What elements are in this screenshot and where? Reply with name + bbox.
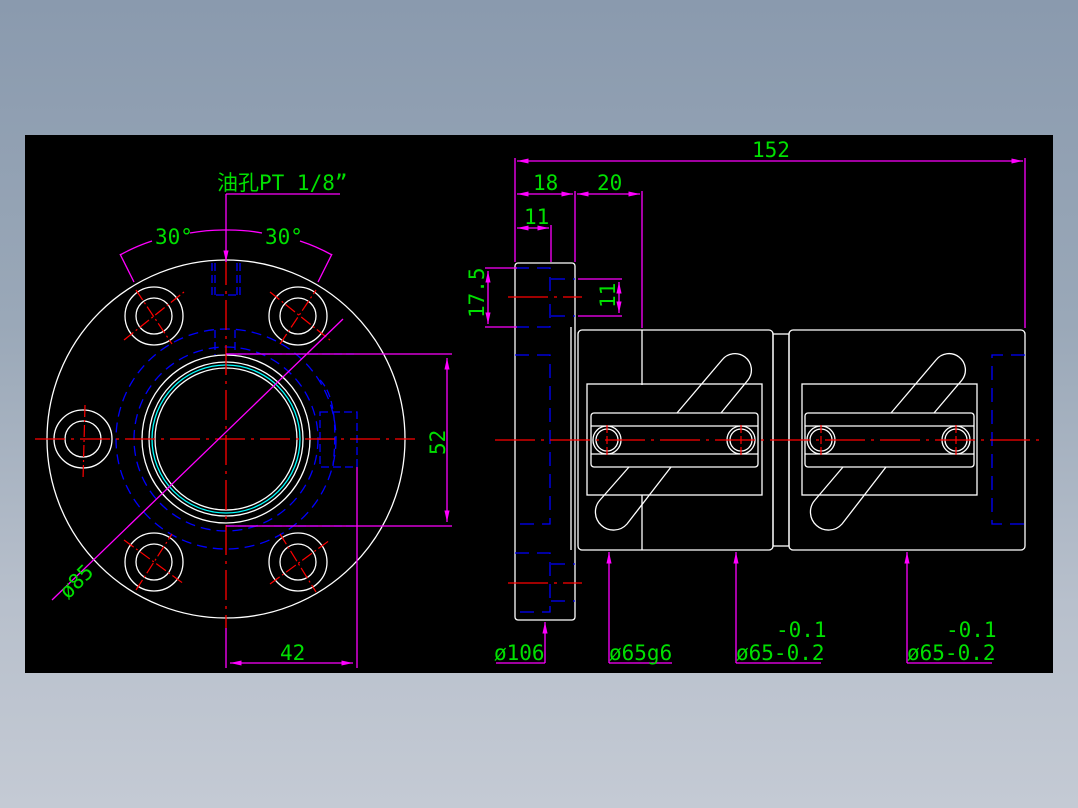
diameter-85-label: ø85 [55,560,99,604]
body2-diameter-label: ø65-0.2 [907,641,996,665]
body1-diameter-label: ø65-0.2 [736,641,825,665]
height-52-label: 52 [426,430,450,455]
overall-length-152-label: 152 [752,138,790,162]
offset-42-label: 42 [280,641,305,665]
body1-upper-tolerance-label: -0.1 [776,618,827,642]
cad-drawing-canvas[interactable]: 油孔PT 1/8” 30° 30° ø85 52 42 [25,135,1053,673]
spacer-width-20-label: 20 [597,171,622,195]
flange-width-18-label: 18 [533,171,558,195]
angle-left-label: 30° [155,225,193,249]
body2-upper-tolerance-label: -0.1 [946,618,997,642]
hole-height-11-label: 11 [596,283,620,308]
spigot-diameter-65g6-label: ø65g6 [609,641,672,665]
front-view [35,193,452,668]
flange-diameter-106-label: ø106 [494,641,545,665]
hole-height-17-5-label: 17.5 [465,267,489,318]
angle-right-label: 30° [265,225,303,249]
side-view [485,158,1045,664]
oil-hole-label: 油孔PT 1/8” [217,171,348,195]
hole-offset-11-label: 11 [524,205,549,229]
